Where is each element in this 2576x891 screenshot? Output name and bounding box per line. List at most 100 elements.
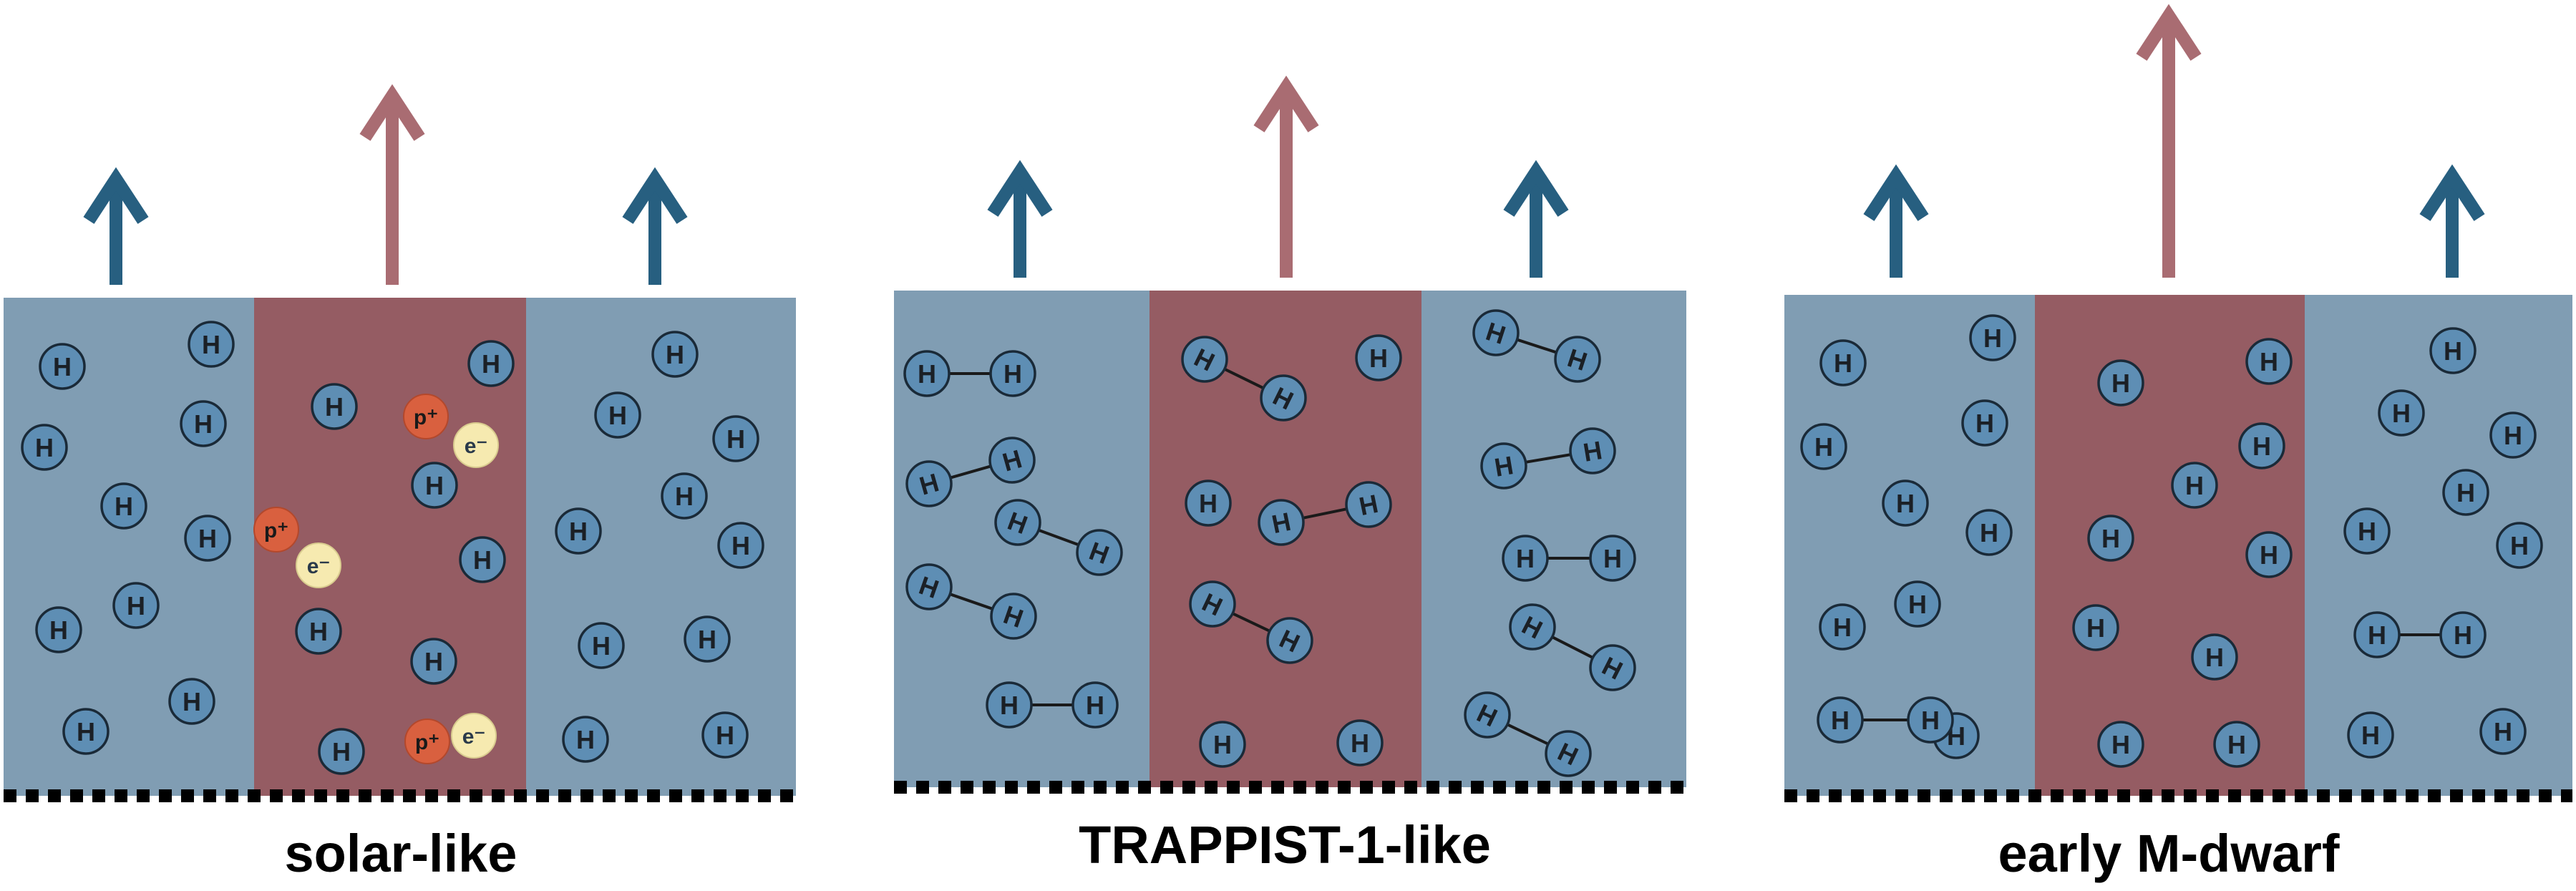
hydrogen-atom: H xyxy=(1355,334,1402,381)
svg-text:e⁻: e⁻ xyxy=(465,434,488,458)
hydrogen-atom: H xyxy=(1907,696,1954,744)
hydrogen-atom: H xyxy=(410,638,457,685)
svg-text:H: H xyxy=(569,517,588,546)
svg-text:H: H xyxy=(1834,349,1852,378)
svg-text:H: H xyxy=(732,531,750,560)
hydrogen-atom: H xyxy=(35,606,82,653)
svg-text:H: H xyxy=(1814,432,1833,462)
hydrogen-atom: H xyxy=(168,678,215,725)
hydrogen-atom: H xyxy=(2072,604,2119,651)
hydrogen-atom: H xyxy=(2213,721,2260,768)
hydrogen-atom: H xyxy=(2442,469,2489,516)
svg-text:H: H xyxy=(332,737,351,766)
hydrogen-atom: H xyxy=(1882,479,1929,527)
hydrogen-atom: H xyxy=(21,424,68,471)
svg-text:H: H xyxy=(592,631,611,661)
hydrogen-atom: H xyxy=(2347,711,2394,759)
hydrogen-atom: H xyxy=(1502,535,1549,582)
hydrogen-atom: H xyxy=(1554,336,1601,383)
svg-text:H: H xyxy=(2456,478,2475,507)
hydrogen-atom: H xyxy=(188,321,235,368)
hydrogen-atom: H xyxy=(2097,721,2144,768)
svg-text:H: H xyxy=(1908,590,1927,619)
h2-molecule: HH xyxy=(1472,309,1601,383)
proton: p⁺ xyxy=(403,394,449,439)
hydrogen-atom: H xyxy=(2171,462,2218,509)
hydrogen-atom: H xyxy=(2489,412,2537,459)
hydrogen-atom: H xyxy=(100,482,147,530)
svg-text:p⁺: p⁺ xyxy=(415,731,439,754)
hydrogen-atom: H xyxy=(1569,427,1616,474)
hydrogen-atom: H xyxy=(1185,479,1232,527)
svg-text:H: H xyxy=(1603,544,1622,573)
svg-text:H: H xyxy=(183,687,201,716)
svg-text:H: H xyxy=(2101,524,2120,553)
hydrogen-atom: H xyxy=(318,728,365,775)
svg-text:H: H xyxy=(918,359,936,389)
electron: e⁻ xyxy=(296,542,341,588)
hydrogen-atom: H xyxy=(1258,499,1305,546)
escape-arrow xyxy=(2419,164,2485,278)
svg-text:H: H xyxy=(325,392,344,422)
hydrogen-atom: H xyxy=(1199,721,1246,768)
label-trappist-1-like: TRAPPIST-1-like xyxy=(1079,815,1491,875)
hydrogen-atom: H xyxy=(905,563,953,610)
hydrogen-atom: H xyxy=(1189,580,1236,628)
hydrogen-atom: H xyxy=(1819,603,1866,651)
hydrogen-atom: H xyxy=(2097,359,2144,406)
hydrogen-atom: H xyxy=(2479,708,2527,755)
hydrogen-atom: H xyxy=(295,608,342,655)
svg-text:H: H xyxy=(2510,531,2529,560)
escape-arrow xyxy=(359,84,425,285)
svg-text:H: H xyxy=(194,409,213,439)
hydrogen-atom: H xyxy=(1071,681,1119,729)
hydrogen-atom: H xyxy=(684,615,731,663)
hydrogen-atom: H xyxy=(39,343,86,390)
neutral-band-right xyxy=(1421,291,1686,787)
svg-text:H: H xyxy=(473,545,492,575)
svg-text:H: H xyxy=(576,725,595,754)
hydrogen-atom: H xyxy=(555,507,602,555)
svg-text:H: H xyxy=(698,625,716,654)
proton: p⁺ xyxy=(253,507,299,552)
electron: e⁻ xyxy=(451,713,497,759)
hydrogen-atom: H xyxy=(62,708,110,755)
svg-text:H: H xyxy=(1003,359,1022,389)
proton: p⁺ xyxy=(404,719,450,764)
svg-text:e⁻: e⁻ xyxy=(462,725,486,749)
hydrogen-atom: H xyxy=(1464,691,1511,739)
svg-text:H: H xyxy=(2205,643,2224,672)
svg-text:H: H xyxy=(2086,613,2105,643)
svg-text:H: H xyxy=(49,615,68,645)
hydrogen-atom: H xyxy=(1894,580,1941,628)
hydrogen-atom: H xyxy=(184,515,231,562)
escape-arrow xyxy=(2136,4,2202,278)
hydrogen-atom: H xyxy=(1509,603,1556,651)
svg-text:H: H xyxy=(1833,613,1852,642)
svg-text:p⁺: p⁺ xyxy=(264,519,288,542)
svg-text:H: H xyxy=(2185,471,2204,500)
svg-text:H: H xyxy=(77,717,95,746)
hydrogen-atom: H xyxy=(1961,399,2008,447)
hydrogen-atom: H xyxy=(1819,339,1867,386)
label-early-m-dwarf: early M-dwarf xyxy=(1998,824,2340,883)
svg-text:H: H xyxy=(424,647,443,676)
svg-text:H: H xyxy=(2227,730,2246,759)
hydrogen-atom: H xyxy=(180,400,227,447)
hydrogen-atom: H xyxy=(1076,529,1123,576)
svg-text:H: H xyxy=(716,721,734,750)
electron: e⁻ xyxy=(453,422,499,468)
svg-text:H: H xyxy=(2260,540,2278,570)
h2-molecule: HH xyxy=(1464,691,1592,777)
svg-text:H: H xyxy=(127,591,145,620)
svg-text:H: H xyxy=(2260,347,2278,376)
label-solar-like: solar-like xyxy=(284,824,517,883)
h2-molecule: HH xyxy=(994,499,1123,576)
hydrogen-atom: H xyxy=(1589,535,1636,582)
svg-text:H: H xyxy=(1086,691,1104,720)
svg-text:H: H xyxy=(482,349,500,379)
hydrogen-atom: H xyxy=(1472,309,1520,356)
